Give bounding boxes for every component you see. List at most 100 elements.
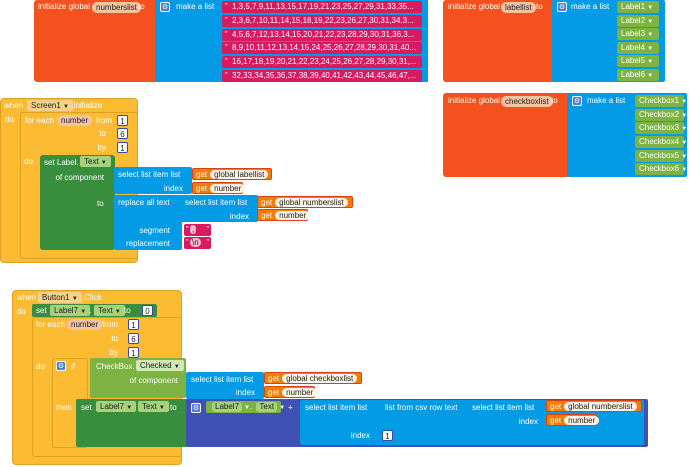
dropdown-arrow-icon: ▼ — [647, 73, 654, 79]
set-label-prop-dropdown[interactable]: Text ▼ — [80, 156, 111, 167]
then-label7-dropdown[interactable]: Label7 ▼ — [96, 401, 137, 412]
numberslist-make-list-block[interactable] — [155, 0, 220, 82]
labellist-mutator-gear-icon[interactable]: ⚙ — [557, 2, 567, 12]
numberslist-item-6[interactable]: "32,33,34,35,36,37,38,39,40,41,42,43,44,… — [222, 70, 422, 82]
dropdown-arrow-icon: ▼ — [681, 99, 688, 105]
initialize-event-label: .Initialize — [71, 101, 103, 110]
add-mutator-gear-icon[interactable]: ⚙ — [191, 403, 201, 413]
loop-var-number[interactable]: number — [57, 115, 93, 126]
checkboxlist-item-3[interactable]: Checkbox3 ▼ — [635, 122, 687, 134]
by-value-2[interactable]: 1 — [128, 347, 139, 358]
labellist-var-name[interactable]: labellist — [501, 2, 536, 13]
labellist-item-6[interactable]: Label6 ▼ — [617, 69, 659, 81]
list-from-csv-row-block[interactable] — [380, 400, 470, 427]
set-label7-dropdown[interactable]: Label7 ▼ — [50, 305, 91, 316]
to-value[interactable]: 6 — [117, 128, 128, 139]
from-label: from — [96, 116, 112, 125]
checkboxlist-item-6[interactable]: Checkbox6 ▼ — [635, 163, 688, 175]
dropdown-arrow-icon: ▼ — [100, 160, 107, 166]
click-event-label: .Click — [82, 293, 102, 302]
button1-component-dropdown[interactable]: Button1 ▼ — [38, 292, 82, 303]
when-label-2: when — [17, 293, 37, 302]
labellist-item-4[interactable]: Label4 ▼ — [617, 42, 659, 54]
screen1-component-dropdown[interactable]: Screen1 ▼ — [27, 100, 73, 111]
numberslist-item-3[interactable]: "4,5,6,7,12,13,14,15,20,21,22,23,28,29,3… — [222, 29, 422, 41]
by-label: by — [97, 143, 106, 152]
dropdown-arrow-icon: ▼ — [681, 167, 688, 173]
init-numberslist-header: initialize global — [38, 2, 91, 11]
checked-prop-dropdown[interactable]: Checked ▼ — [136, 360, 184, 371]
labellist-item-1[interactable]: Label1 ▼ — [617, 1, 659, 13]
labellist-make-list-block[interactable] — [552, 0, 665, 82]
dropdown-arrow-icon: ▼ — [279, 405, 286, 411]
checkboxlist-item-5[interactable]: Checkbox5 ▼ — [635, 150, 688, 162]
from-value[interactable]: 1 — [117, 115, 128, 126]
checkboxlist-item-2[interactable]: Checkbox2 ▼ — [635, 109, 688, 121]
set-label-prefix: set Label. — [44, 158, 79, 167]
select-inner-block[interactable] — [468, 400, 546, 427]
segment-value[interactable]: "," — [184, 224, 211, 236]
numberslist-item-1[interactable]: "1,3,5,7,9,11,13,15,17,19,21,23,25,27,29… — [222, 1, 422, 13]
numberslist-item-5[interactable]: "16,17,18,19,20,21,22,23,24,25,26,27,28,… — [222, 56, 422, 68]
set-value-zero[interactable]: 0 — [142, 305, 153, 316]
select-numberslist-block[interactable] — [180, 195, 258, 222]
of-component-label-2: of component — [129, 376, 178, 385]
dropdown-arrow-icon: ▼ — [71, 296, 78, 302]
then-to-label: to — [170, 403, 177, 412]
by-label-2: by — [109, 348, 118, 357]
select-outer-label: select list item list — [305, 403, 368, 412]
labellist-item-5[interactable]: Label5 ▼ — [617, 55, 659, 67]
index-outer-value[interactable]: 1 — [382, 430, 393, 441]
then-text-prop-dropdown[interactable]: Text ▼ — [138, 401, 169, 412]
loop-var-number-2[interactable]: number — [67, 319, 103, 330]
dropdown-arrow-icon: ▼ — [681, 140, 688, 146]
from-value-2[interactable]: 1 — [128, 319, 139, 330]
numberslist-item-4[interactable]: "8,9,10,11,12,13,14,15,24,25,26,27,28,29… — [222, 42, 422, 54]
by-value[interactable]: 1 — [117, 142, 128, 153]
dropdown-arrow-icon: ▼ — [114, 309, 121, 315]
join-label7-text-getter[interactable]: Label7▼. Text▼ — [206, 401, 285, 413]
checkboxlist-item-4[interactable]: Checkbox4 ▼ — [635, 136, 688, 148]
for-each-label: for each — [25, 116, 54, 125]
dropdown-arrow-icon: ▼ — [681, 113, 688, 119]
select-checkboxlist-block[interactable] — [186, 372, 264, 399]
index-label-3: index — [235, 388, 255, 397]
dropdown-arrow-icon: ▼ — [681, 154, 688, 160]
set-to-label-2: to — [124, 306, 131, 315]
checkboxlist-item-1[interactable]: Checkbox1 ▼ — [635, 95, 688, 107]
select-labellist-block[interactable] — [114, 167, 192, 194]
checkboxlist-var-name[interactable]: checkboxlist — [501, 96, 553, 107]
init-checkboxlist-header: initialize global — [448, 96, 501, 105]
labellist-item-2[interactable]: Label2 ▼ — [617, 15, 659, 27]
checkboxlist-mutator-gear-icon[interactable]: ⚙ — [572, 96, 582, 106]
set-label: set — [36, 306, 47, 315]
set-label-text-block[interactable] — [40, 155, 115, 250]
replace-all-text-block[interactable] — [114, 195, 182, 250]
replacement-label: replacement — [125, 239, 170, 248]
set-text-prop-dropdown[interactable]: Text ▼ — [94, 305, 125, 316]
set-dot: . — [89, 306, 92, 315]
if-label: if — [71, 362, 75, 371]
checkbox-prefix: CheckBox. — [96, 362, 135, 371]
if-mutator-gear-icon[interactable]: ⚙ — [56, 361, 66, 371]
dropdown-arrow-icon: ▼ — [647, 46, 654, 52]
numberslist-item-2[interactable]: "2,3,6,7,10,11,14,15,18,19,22,23,26,27,3… — [222, 15, 422, 27]
do-label: do — [5, 115, 14, 124]
list-from-csv-label: list from csv row text — [385, 403, 458, 412]
to-value-2[interactable]: 6 — [128, 333, 139, 344]
numberslist-make-list-label: make a list — [176, 2, 215, 11]
index-inner-label: index — [518, 417, 538, 426]
init-labellist-to: to — [536, 2, 543, 11]
numberslist-var-name[interactable]: numberslist — [92, 2, 141, 13]
labellist-item-3[interactable]: Label3 ▼ — [617, 28, 659, 40]
replacement-value[interactable]: "\n" — [184, 237, 211, 249]
numberslist-mutator-gear-icon[interactable]: ⚙ — [160, 2, 170, 12]
